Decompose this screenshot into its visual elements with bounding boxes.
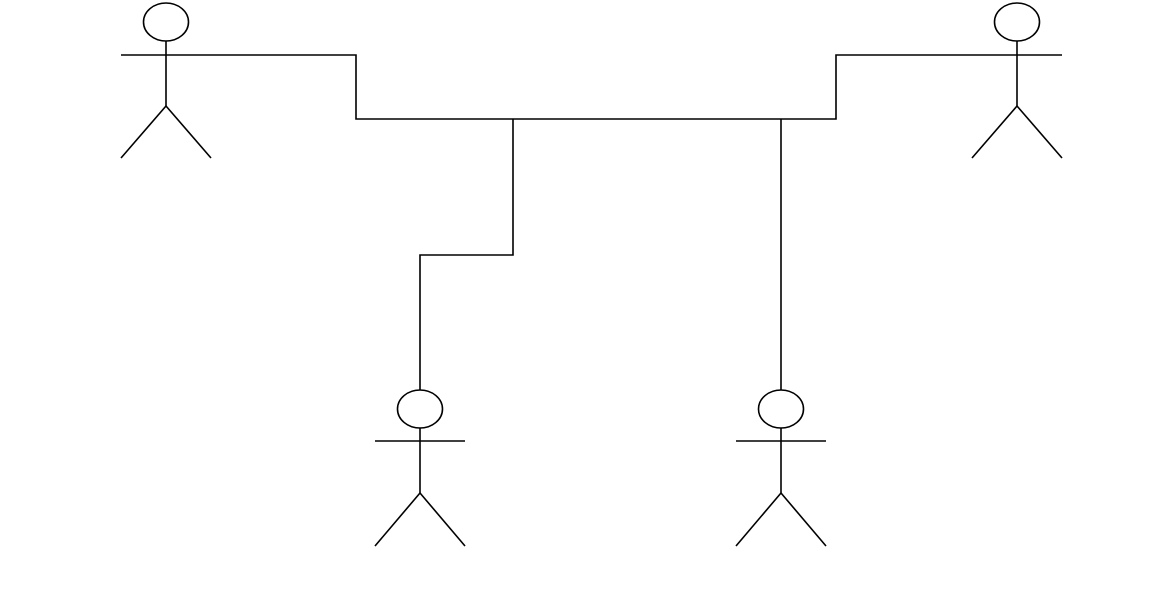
actor-left-leg (120, 105, 167, 159)
actor-head (396, 389, 444, 429)
actor-top-left[interactable] (120, 2, 212, 159)
actor-head (757, 389, 805, 429)
actor-left-leg (971, 105, 1018, 159)
actor-bottom-right[interactable] (735, 389, 827, 547)
actor-bottom-left[interactable] (374, 389, 466, 547)
actor-right-leg (419, 492, 466, 547)
actor-top-right[interactable] (971, 2, 1063, 159)
actor-left-leg (735, 492, 782, 547)
connector-bottom-left (419, 119, 514, 390)
actor-right-leg (165, 105, 212, 159)
actor-left-leg (374, 492, 421, 547)
actor-head (993, 2, 1041, 42)
connector-top-left (212, 54, 972, 120)
actor-head (142, 2, 190, 42)
actor-right-leg (1016, 105, 1063, 159)
actor-right-leg (780, 492, 827, 547)
